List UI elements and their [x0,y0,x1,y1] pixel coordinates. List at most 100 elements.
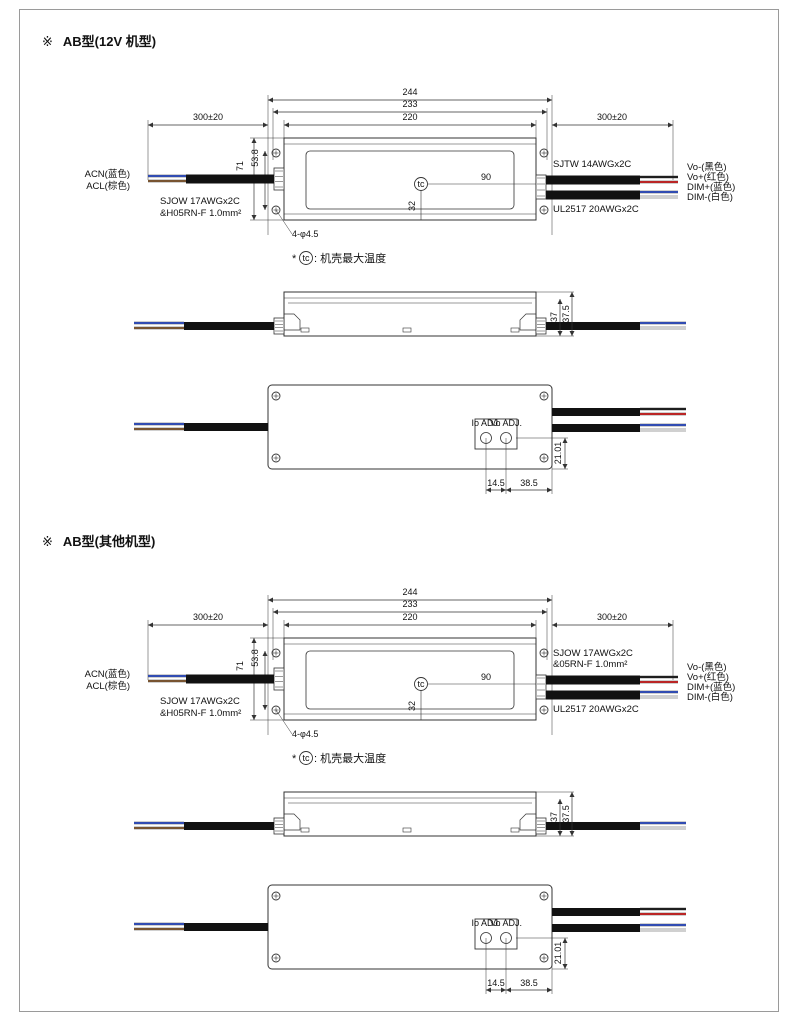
dim-overall-value: 244 [402,87,417,97]
input-cable-spec: SJOW 17AWGx2C [160,196,240,207]
holes-leader [275,209,293,235]
dim-h71-arrow-top [251,138,257,143]
output-cable-spec-bottom: UL2517 20AWGx2C [553,204,639,215]
tc-note-text: : 机壳最大温度 [314,751,386,765]
dim-mount-arrow-right [542,109,547,115]
dim-lead-out-arrow-right [668,622,673,628]
output-cable-power [546,675,640,685]
dim-body-arrow-left [284,122,289,128]
dim-h538-arrow-top [262,151,268,156]
output-cable-spec-bottom: UL2517 20AWGx2C [553,704,639,715]
tc-note-symbol [299,251,313,265]
dim-lead-out-arrow-right [668,122,673,128]
dim-overall-arrow-left [268,97,273,103]
bottom-hole-tl [271,891,281,901]
dim-body-arrow-right [531,622,536,628]
dim-h37-value: 37 [549,812,559,822]
dim-body-value: 220 [402,612,417,622]
output-label-2: DIM+(蓝色) [687,681,735,693]
dim-385-arrow-left [506,487,511,493]
input-cable-spec-2: &H05RN-F 1.0mm² [160,708,241,719]
holes-note: 4-φ4.5 [292,729,318,739]
side-input-gland [273,317,285,335]
side-slot [402,327,412,333]
bottom-hole-tr [539,891,549,901]
bottom-hole-tr [539,391,549,401]
bottom-hole-bl [271,953,281,963]
dim-h71-value: 71 [235,161,245,171]
tc-note-asterisk: * [292,753,297,765]
dim-h375-arrow-bottom [569,831,575,836]
dim-385-arrow-right [547,987,552,993]
mount-hole-tr [539,148,549,158]
section-title: ※AB型(其他机型) [42,531,155,550]
side-body [283,791,537,837]
dim-h375-value: 37.5 [561,805,571,823]
input-cable [186,674,274,684]
dim-lead-out-value: 300±20 [597,612,627,622]
tc-note-symbol-text: tc [302,253,310,263]
dim-32-value: 32 [407,201,417,211]
output-cable-power [546,175,640,185]
bottom-output-cable-dim [552,924,640,932]
vo-adj-label: Vo ADJ. [490,918,522,928]
output-label-3: DIM-(白色) [687,691,733,703]
tc-point [414,677,428,691]
dim-h538-arrow-bottom [262,205,268,210]
output-label-1: Vo+(红色) [687,671,729,683]
dim-lead-in-value: 300±20 [193,612,223,622]
output-label-0: Vo-(黑色) [687,161,727,173]
output-label-3: DIM-(白色) [687,191,733,203]
tc-point [414,177,428,191]
dim-lead-in-arrow-left [148,622,153,628]
bottom-output-cable-power [552,908,640,916]
tc-symbol: tc [417,679,425,689]
output-label-1: Vo+(红色) [687,171,729,183]
side-output-cable [546,822,640,830]
dim-90-value: 90 [481,172,491,182]
mount-hole-bl [271,205,281,215]
input-gland [273,167,285,191]
input-label-acl: ACL(棕色) [86,680,130,692]
tc-symbol: tc [417,179,425,189]
holes-leader [275,709,293,735]
dim-385-arrow-left [506,987,511,993]
dim-h538-arrow-bottom [262,705,268,710]
dim-2101-arrow-bottom [562,964,568,969]
output-gland [535,674,547,700]
input-label-acn: ACN(蓝色) [85,668,130,680]
bottom-input-cable [184,423,268,431]
input-gland [273,667,285,691]
dim-385-arrow-right [547,487,552,493]
output-cable-dim [546,690,640,700]
side-input-cable [184,822,274,830]
input-cable-spec: SJOW 17AWGx2C [160,696,240,707]
dim-body-value: 220 [402,112,417,122]
section-title: ※AB型(12V 机型) [42,31,156,50]
io-adj-label: Io ADJ. [471,918,500,928]
dim-h538-value: 53.8 [250,149,260,167]
dim-h538-value: 53.8 [250,649,260,667]
bottom-hole-bl [271,453,281,463]
dim-145-value: 14.5 [487,978,505,988]
dim-385-value: 38.5 [520,978,538,988]
dim-h71-arrow-bottom [251,715,257,720]
dim-h37-arrow-top [557,799,563,804]
dim-lead-in-arrow-right [263,122,268,128]
bottom-input-cable [184,923,268,931]
section-title-text: AB型(12V 机型) [62,34,157,49]
dim-h71-value: 71 [235,661,245,671]
side-body [283,291,537,337]
side-slot-right [510,327,520,333]
reference-mark: ※ [42,534,53,549]
dim-h71-arrow-top [251,638,257,643]
tc-note-symbol-text: tc [302,753,310,763]
side-slot-left [300,327,310,333]
output-gland [535,174,547,200]
dim-mount-value: 233 [402,99,417,109]
